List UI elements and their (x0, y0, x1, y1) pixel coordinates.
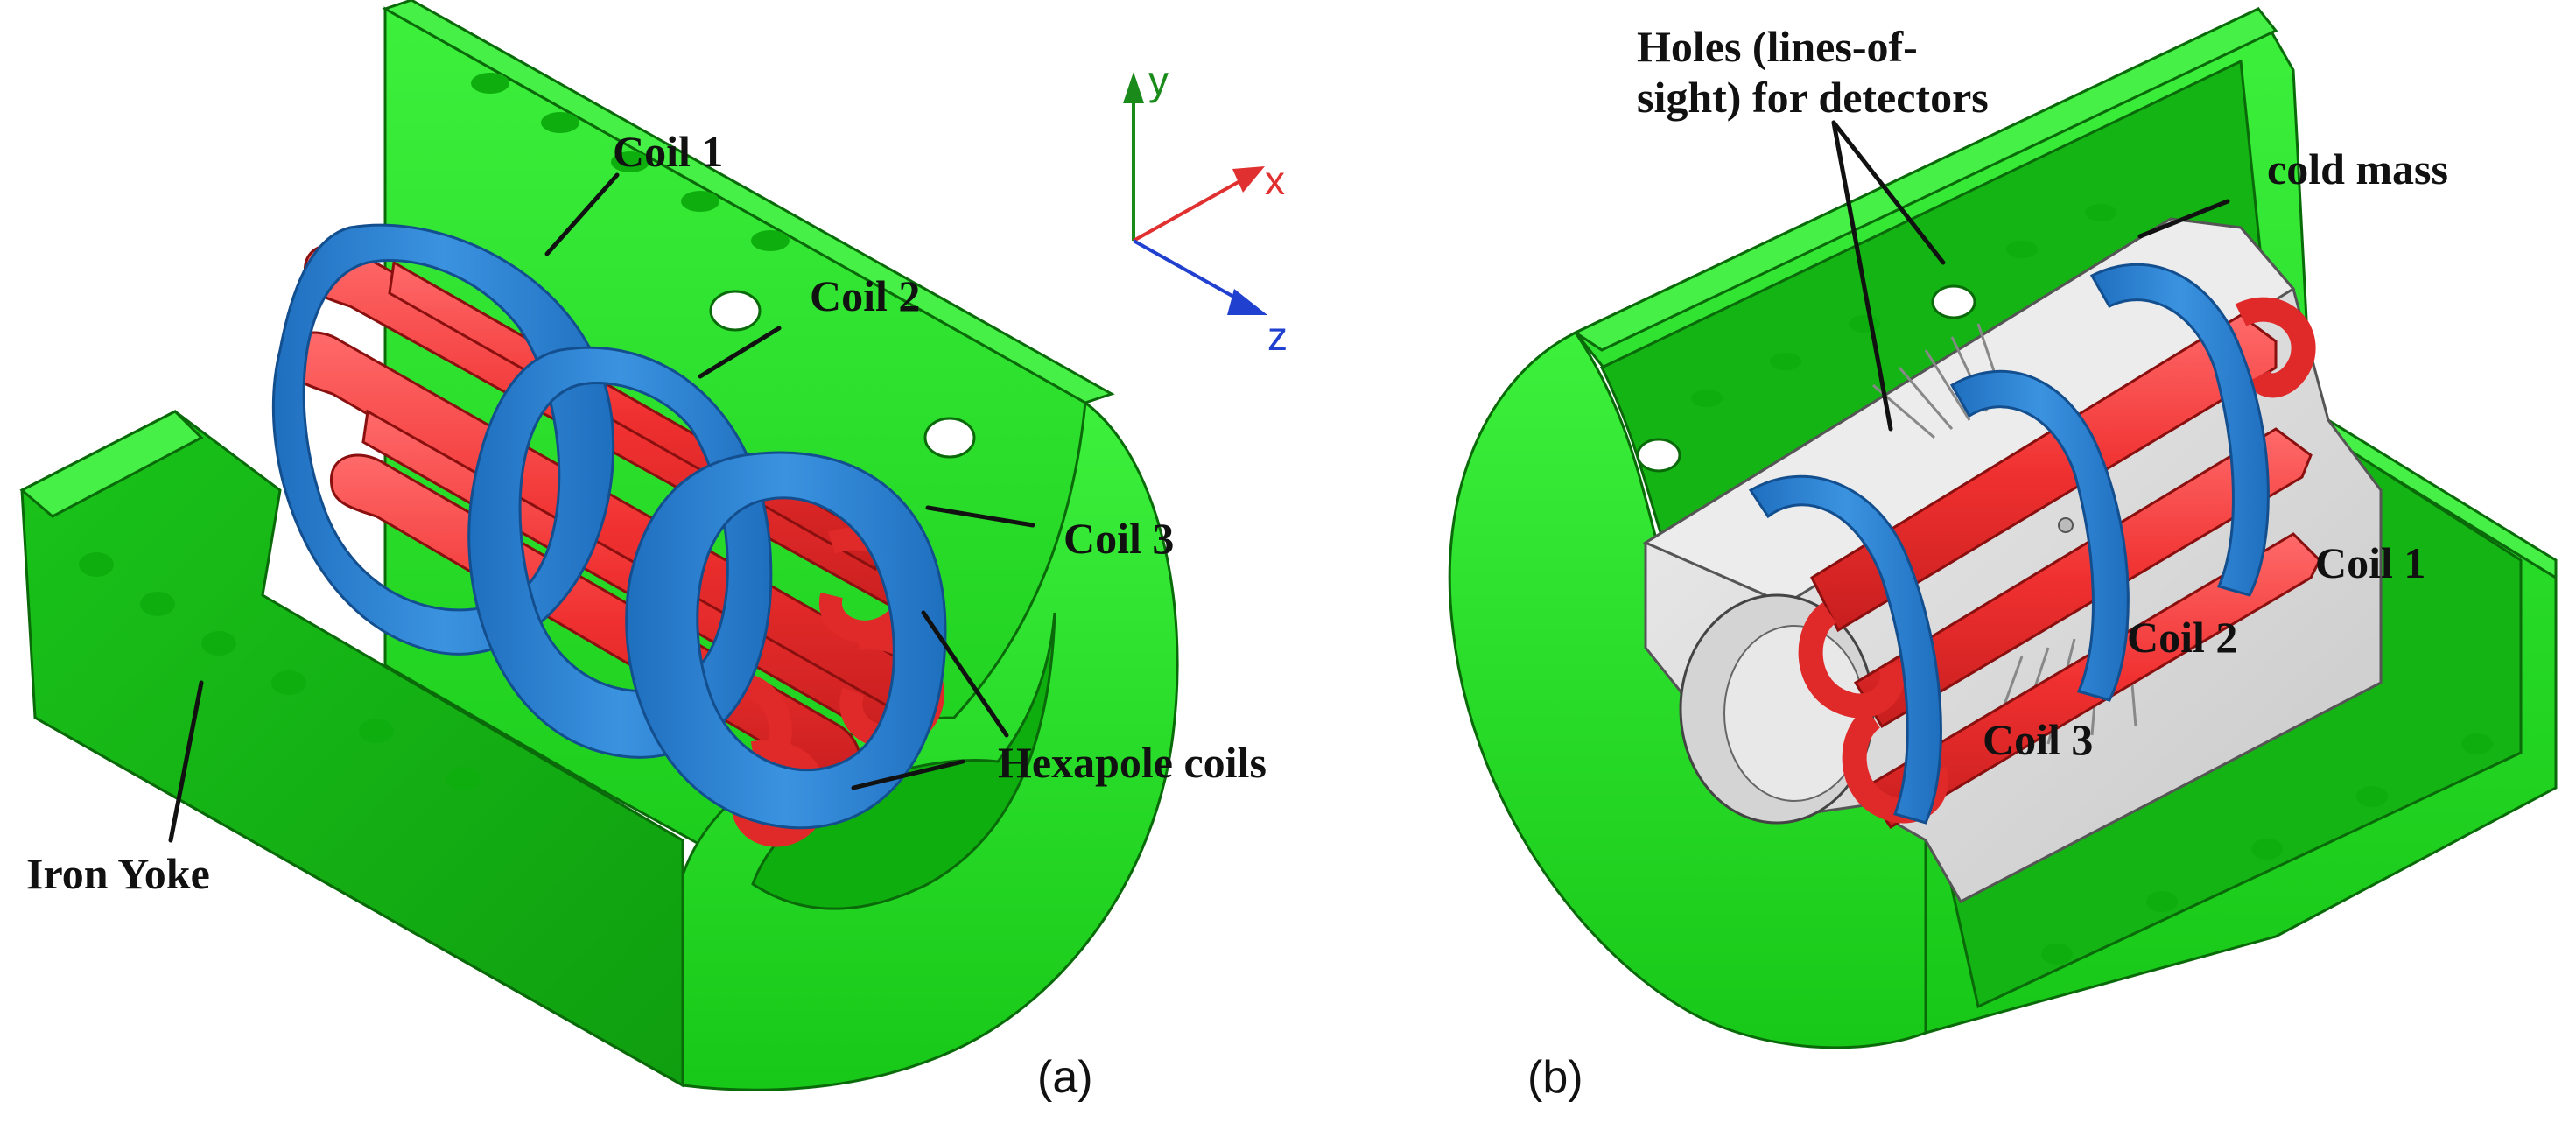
coil-1-arc-b (2089, 263, 2270, 597)
coil-3-arc-b (1748, 474, 1942, 825)
axis-label-y: y (1148, 58, 1169, 103)
solenoid-coils-b (1748, 263, 2270, 825)
panel-a: Coil 1 Coil 2 Coil 3 Hexapole coils Iron… (19, 0, 1288, 1103)
caption-a: (a) (1037, 1052, 1093, 1103)
axis-label-x: x (1265, 158, 1285, 203)
label-coil-2-a: Coil 2 (810, 271, 920, 320)
coordinate-axes: y x z (1123, 58, 1288, 359)
coil-3-ring-a (625, 451, 947, 830)
leaders-b (1831, 120, 2230, 432)
solenoid-coils-a (271, 223, 947, 830)
label-holes-line-1: Holes (lines-of- (1637, 22, 1918, 71)
label-iron-yoke: Iron Yoke (26, 849, 210, 898)
label-cold-mass: cold mass (2267, 144, 2448, 193)
panel-b: Holes (lines-of- sight) for detectors co… (1448, 7, 2558, 1103)
label-holes-line-2: sight) for detectors (1637, 73, 1989, 122)
label-coil-1-a: Coil 1 (613, 127, 723, 176)
label-hexapole-coils: Hexapole coils (998, 738, 1267, 787)
caption-b: (b) (1527, 1052, 1583, 1103)
label-coil-2-b: Coil 2 (2127, 613, 2237, 662)
axis-label-z: z (1267, 313, 1288, 359)
label-coil-3-a: Coil 3 (1063, 514, 1174, 563)
leaders-a (168, 172, 1035, 843)
label-coil-3-b: Coil 3 (1983, 715, 2093, 764)
coil-2-arc-b (1949, 369, 2130, 702)
label-coil-1-b: Coil 1 (2315, 538, 2425, 587)
